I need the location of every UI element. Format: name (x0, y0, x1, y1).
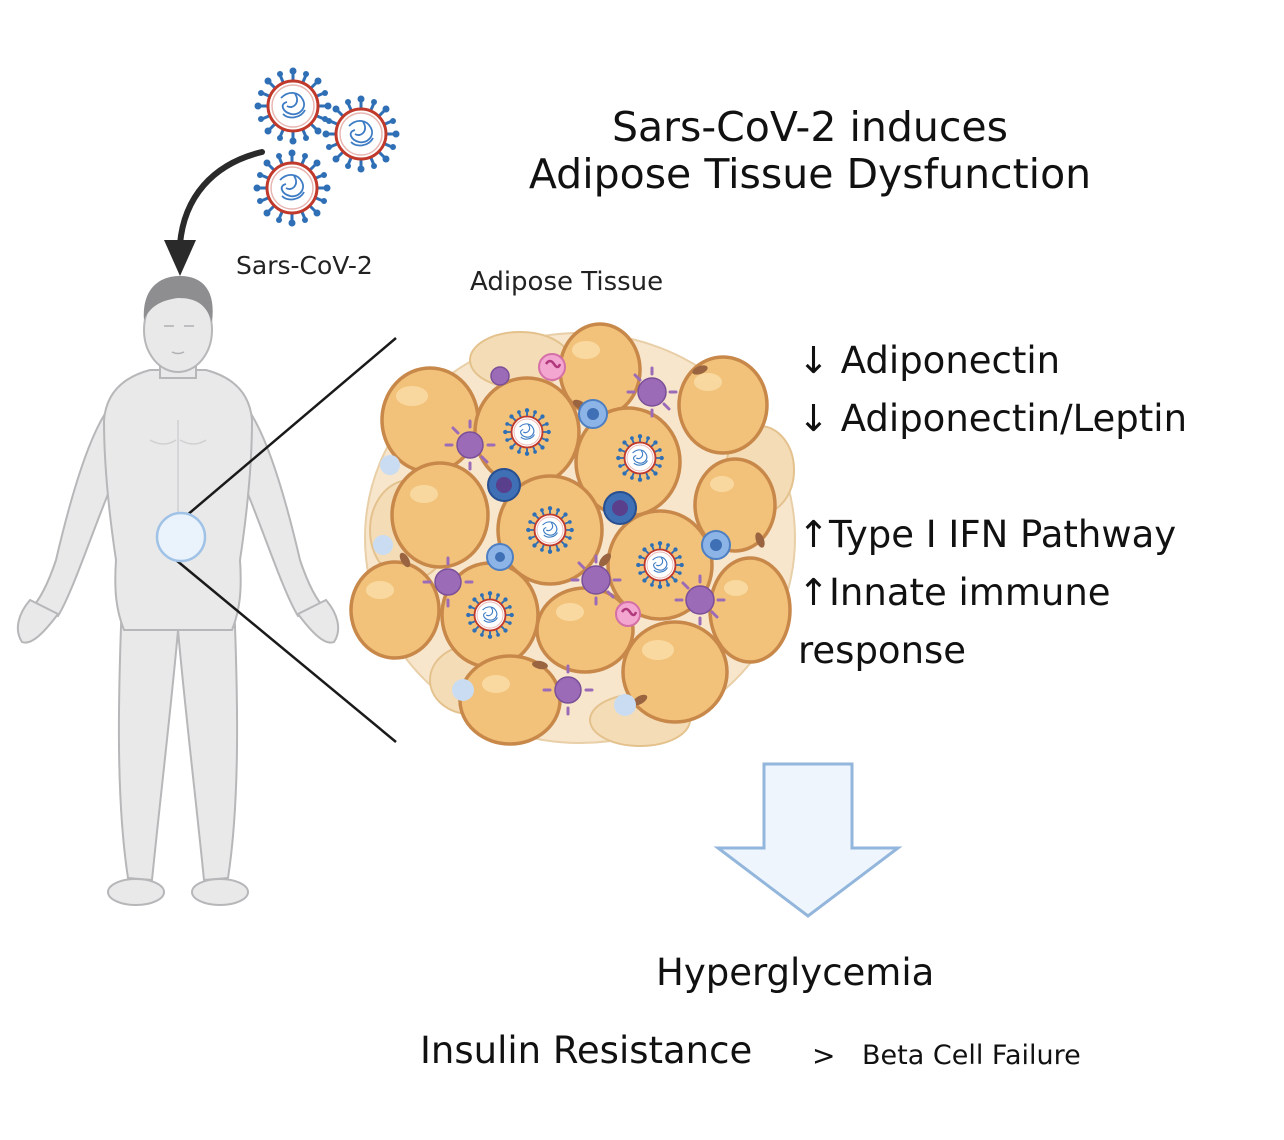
title-line-2: Adipose Tissue Dysfunction (528, 150, 1092, 199)
effect-adiponectin-leptin: ↓ Adiponectin/Leptin (798, 397, 1188, 440)
effect-response: response (798, 629, 967, 672)
virus-icon (252, 148, 332, 228)
human-body-icon (16, 276, 340, 906)
tissue-label: Adipose Tissue (470, 267, 664, 297)
greater-than-sign: > (812, 1039, 836, 1072)
virus-icon (253, 66, 333, 146)
curved-arrow-icon (164, 149, 265, 276)
outcome-insulin-resistance: Insulin Resistance (420, 1029, 753, 1072)
virus-icon (321, 94, 401, 174)
effect-adiponectin: ↓ Adiponectin (798, 339, 1061, 382)
outcome-hyperglycemia: Hyperglycemia (656, 951, 935, 994)
title-line-1: Sars-CoV-2 induces (612, 103, 1008, 151)
outcome-beta-cell-failure: Beta Cell Failure (862, 1040, 1081, 1071)
effect-type-i-ifn: ↑Type I IFN Pathway (798, 513, 1177, 556)
figure-title: Sars-CoV-2 induces Adipose Tissue Dysfun… (470, 103, 1150, 199)
virus-label: Sars-CoV-2 (236, 251, 373, 280)
adipose-tissue-icon (349, 322, 796, 747)
effect-innate-immune: ↑Innate immune (798, 571, 1111, 614)
down-block-arrow-icon (713, 762, 903, 918)
zoom-circle-icon (155, 337, 397, 743)
